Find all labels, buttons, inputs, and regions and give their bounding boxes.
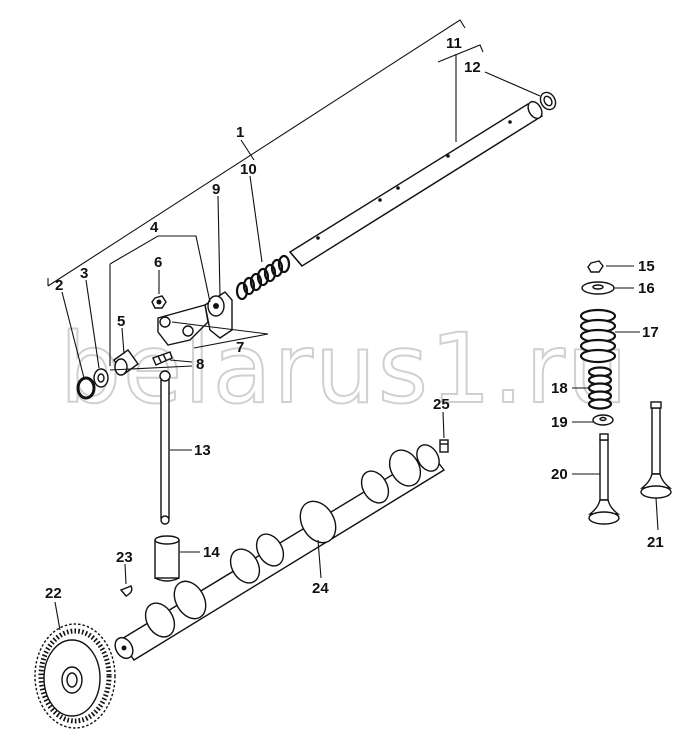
- callout-9: 9: [212, 181, 220, 198]
- camshaft-gear: [34, 623, 116, 729]
- watermark-text: belarus1.ru: [60, 313, 630, 425]
- callout-17: 17: [642, 324, 659, 341]
- callout-13: 13: [194, 442, 211, 459]
- callout-6: 6: [154, 254, 162, 271]
- callout-1: 1: [236, 124, 244, 141]
- exhaust-valve: [639, 401, 673, 499]
- callout-12: 12: [464, 59, 481, 76]
- leader-lines: [47, 19, 659, 631]
- callout-16: 16: [638, 280, 655, 297]
- camshaft-bolt: [439, 439, 449, 453]
- shaft-plug: [539, 91, 557, 111]
- callout-4: 4: [150, 219, 159, 236]
- callout-8: 8: [196, 356, 204, 373]
- tappet: [154, 535, 180, 582]
- callout-10: 10: [240, 161, 257, 178]
- callout-21: 21: [647, 534, 664, 551]
- rocker-shaft: [288, 100, 544, 267]
- washer: [93, 368, 109, 388]
- callout-23: 23: [116, 549, 133, 566]
- retaining-ring: [76, 376, 96, 400]
- callout-18: 18: [551, 380, 568, 397]
- push-rod: [159, 370, 171, 525]
- callout-24: 24: [312, 580, 329, 597]
- callout-20: 20: [551, 466, 568, 483]
- callout-7: 7: [236, 339, 244, 356]
- inner-valve-spring: [587, 366, 613, 410]
- adjusting-nut: [151, 295, 167, 309]
- callout-15: 15: [638, 258, 655, 275]
- callout-14: 14: [203, 544, 220, 561]
- adjusting-screw: [152, 351, 173, 366]
- valve-cotter-halves: [587, 260, 604, 273]
- intake-valve: [587, 433, 621, 525]
- callout-25: 25: [433, 396, 450, 413]
- callout-labels: 1 2 3 4 5 6 7 8 9 10 11 12 13 14 15 16 1…: [45, 35, 664, 602]
- outer-valve-spring: [579, 308, 617, 364]
- callout-22: 22: [45, 585, 62, 602]
- callout-11: 11: [446, 35, 462, 52]
- callout-5: 5: [117, 313, 125, 330]
- spring-seat-washer: [592, 414, 614, 426]
- woodruff-key: [119, 585, 133, 597]
- callout-2: 2: [55, 277, 63, 294]
- callout-3: 3: [80, 265, 88, 282]
- camshaft: [114, 444, 446, 661]
- rocker-arm: [157, 304, 209, 346]
- callout-19: 19: [551, 414, 568, 431]
- spring-retainer: [581, 281, 615, 295]
- shaft-spring: [235, 254, 292, 301]
